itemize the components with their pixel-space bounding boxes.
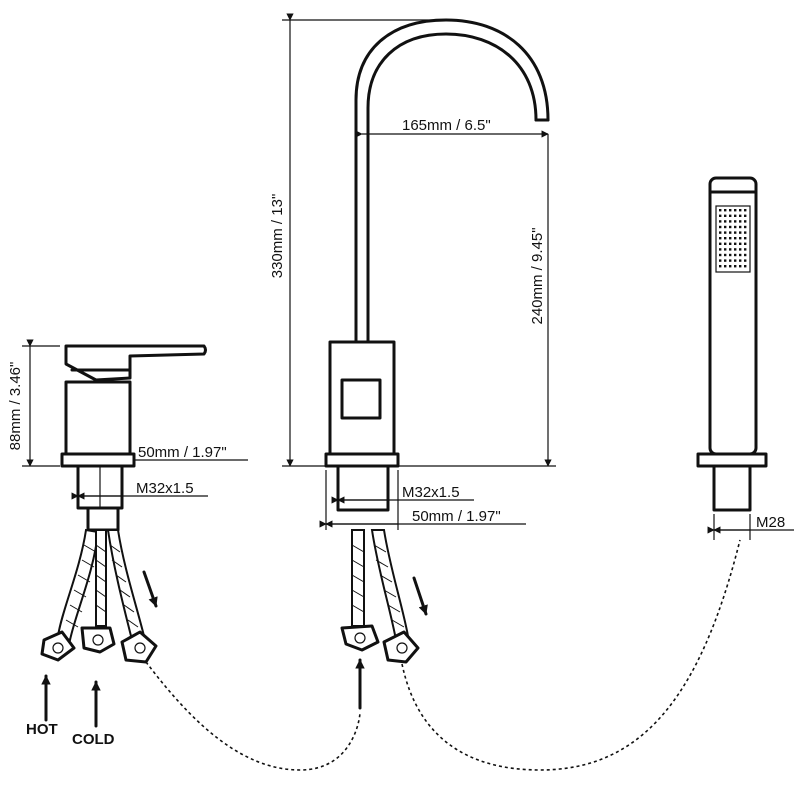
shower-nozzle (739, 242, 742, 245)
shower-nozzle (734, 248, 737, 251)
shower-nozzle (719, 265, 722, 268)
shower-nozzle (744, 225, 747, 229)
shower-nozzle (744, 265, 747, 268)
shower-nozzle (719, 209, 722, 212)
spout-height-label: 330mm / 13" (269, 194, 286, 279)
shower-nozzle (724, 265, 727, 268)
cold-label: COLD (72, 731, 115, 748)
shower-nozzle (729, 259, 732, 262)
shower-nozzle (719, 242, 722, 245)
shower-nozzle (729, 248, 732, 251)
shower-nozzle (724, 220, 727, 223)
shower-nozzle (744, 259, 747, 262)
mixer-tap (60, 344, 207, 532)
shower-nozzle (729, 253, 732, 257)
shower-nozzle-grid (719, 209, 747, 268)
shower-nozzle (744, 253, 747, 257)
shower-nozzle (734, 220, 737, 223)
spout-reach-label: 165mm / 6.5" (402, 117, 491, 134)
shower-nozzle (734, 231, 737, 234)
shower-thread-dimension: M28 (707, 514, 794, 540)
shower-nozzle (734, 237, 737, 240)
shower-nozzle (719, 237, 722, 240)
mixer-height-label: 88mm / 3.46" (7, 362, 24, 451)
shower-nozzle (729, 225, 732, 229)
shower-nozzle (739, 253, 742, 257)
shower-nozzle (729, 209, 732, 212)
spout-inner-height-dimension: 240mm / 9.45" (398, 134, 556, 467)
shower-nozzle (719, 253, 722, 257)
spout (324, 18, 550, 512)
mixer-height-dimension: 88mm / 3.46" (7, 339, 60, 467)
shower-nozzle (739, 237, 742, 240)
shower-nozzle (719, 220, 722, 223)
shower-nozzle (719, 231, 722, 234)
shower-nozzle (719, 248, 722, 251)
shower-nozzle (724, 259, 727, 262)
shower-nozzle (739, 225, 742, 229)
connection-hoses (145, 539, 741, 771)
shower-nozzle (724, 253, 727, 257)
shower-nozzle (739, 214, 742, 217)
shower-nozzle (744, 237, 747, 240)
spout-base-dimension: 50mm / 1.97" (319, 470, 526, 530)
shower-nozzle (729, 214, 732, 217)
shower-nozzle (724, 237, 727, 240)
shower-nozzle (729, 237, 732, 240)
shower-nozzle (724, 248, 727, 251)
shower-nozzle (724, 214, 727, 217)
shower-nozzle (739, 265, 742, 268)
shower-nozzle (744, 209, 747, 212)
shower-nozzle (744, 242, 747, 245)
shower-nozzle (744, 214, 747, 217)
spout-base-label: 50mm / 1.97" (412, 508, 501, 525)
shower-nozzle (724, 231, 727, 234)
spout-height-dimension: 330mm / 13" (269, 13, 440, 467)
hot-label: HOT (26, 721, 58, 738)
shower-nozzle (719, 225, 722, 229)
cold-inlet: COLD (72, 680, 115, 748)
shower-nozzle (734, 265, 737, 268)
spout-reach-dimension: 165mm / 6.5" (355, 117, 549, 138)
spout-inner-height-label: 240mm / 9.45" (529, 227, 546, 324)
shower-nozzle (729, 242, 732, 245)
shower-nozzle (729, 265, 732, 268)
mixer-thread-label: M32x1.5 (136, 480, 194, 497)
shower-nozzle (744, 248, 747, 251)
shower-nozzle (724, 209, 727, 212)
hand-shower (696, 176, 768, 512)
shower-nozzle (719, 259, 722, 262)
shower-nozzle (734, 209, 737, 212)
shower-nozzle (734, 225, 737, 229)
mixer-base-label: 50mm / 1.97" (138, 444, 227, 461)
shower-nozzle (744, 231, 747, 234)
shower-nozzle (729, 231, 732, 234)
shower-nozzle (734, 242, 737, 245)
shower-thread-label: M28 (756, 514, 785, 531)
hot-inlet: HOT (26, 674, 58, 738)
shower-nozzle (729, 220, 732, 223)
mixer-hoses (40, 528, 158, 664)
shower-nozzle (739, 259, 742, 262)
mixer-thread-dimension: M32x1.5 (71, 480, 208, 500)
shower-nozzle (739, 209, 742, 212)
shower-nozzle (739, 220, 742, 223)
shower-nozzle (744, 220, 747, 223)
shower-nozzle (734, 253, 737, 257)
shower-nozzle (724, 242, 727, 245)
shower-nozzle (734, 259, 737, 262)
shower-nozzle (734, 214, 737, 217)
spout-thread-label: M32x1.5 (402, 484, 460, 501)
spout-thread-dimension: M32x1.5 (331, 484, 474, 504)
spout-hoses (340, 529, 428, 710)
shower-nozzle (724, 225, 727, 229)
mixer-base-dimension: 50mm / 1.97" (134, 444, 248, 461)
shower-nozzle (719, 214, 722, 217)
shower-nozzle (739, 248, 742, 251)
shower-nozzle (739, 231, 742, 234)
